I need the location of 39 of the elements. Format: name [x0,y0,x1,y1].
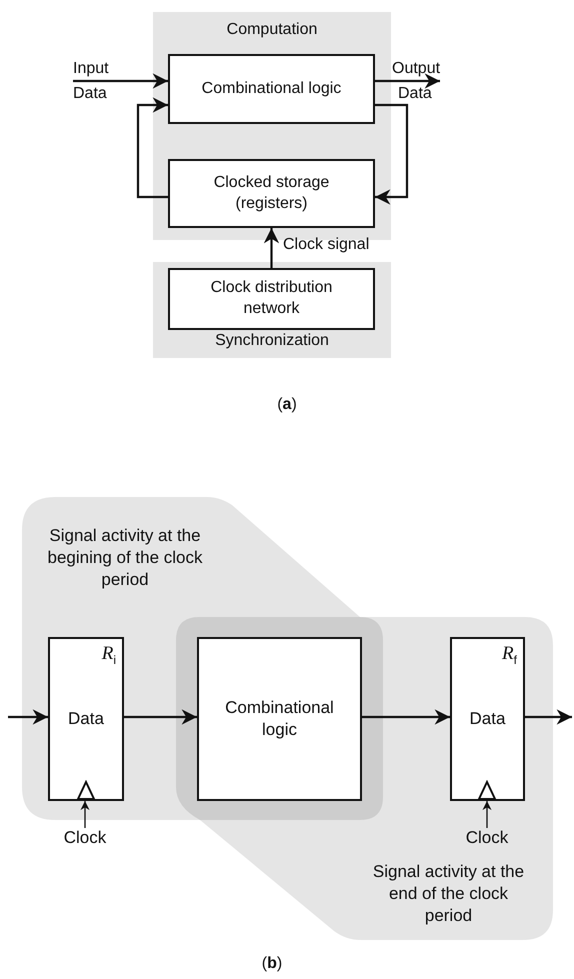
process-box [197,637,362,801]
register-name: R$_{i}$ [102,642,116,668]
band-title: Synchronization [214,331,330,352]
signal-label: Data [398,84,432,104]
arrow [375,73,440,89]
edge-label: Clock signal [283,236,370,254]
arrow [525,709,572,725]
arrow [264,228,280,268]
signal-label: Input [73,59,109,79]
process-box [168,268,375,330]
signal-label: Output [392,59,440,79]
register-input-label: Data [470,708,506,730]
arrow [8,709,48,725]
process-box [168,54,375,124]
arrow [375,104,408,205]
clock-label: Clock [60,828,110,850]
region-caption: Signal activity at the end of the clock period [372,861,526,928]
register-name: R$_{f}$ [502,642,517,668]
box-label: Combinational logic [202,78,342,99]
panel-caption: (a) [277,396,297,414]
shaded-band [153,262,391,358]
clock-label: Clock [462,828,512,850]
arrow [80,801,90,828]
band-title: Computation [226,20,318,40]
register-input-label: Data [68,708,104,730]
register-box [450,637,525,801]
region-caption: Signal activity at the begining of the clock period [46,525,204,592]
signal-label: Data [73,84,107,104]
box-label: Combinational logic [224,696,335,741]
arrow [362,709,450,725]
arrow [136,97,168,198]
arrow [482,801,492,828]
arrow [124,709,197,725]
arrow [73,73,168,89]
process-box [168,159,375,228]
box-label: Clock distribution network [210,278,334,319]
panel-caption: (b) [262,955,282,973]
register-box [48,637,124,801]
box-label: Clocked storage (registers) [212,172,330,214]
